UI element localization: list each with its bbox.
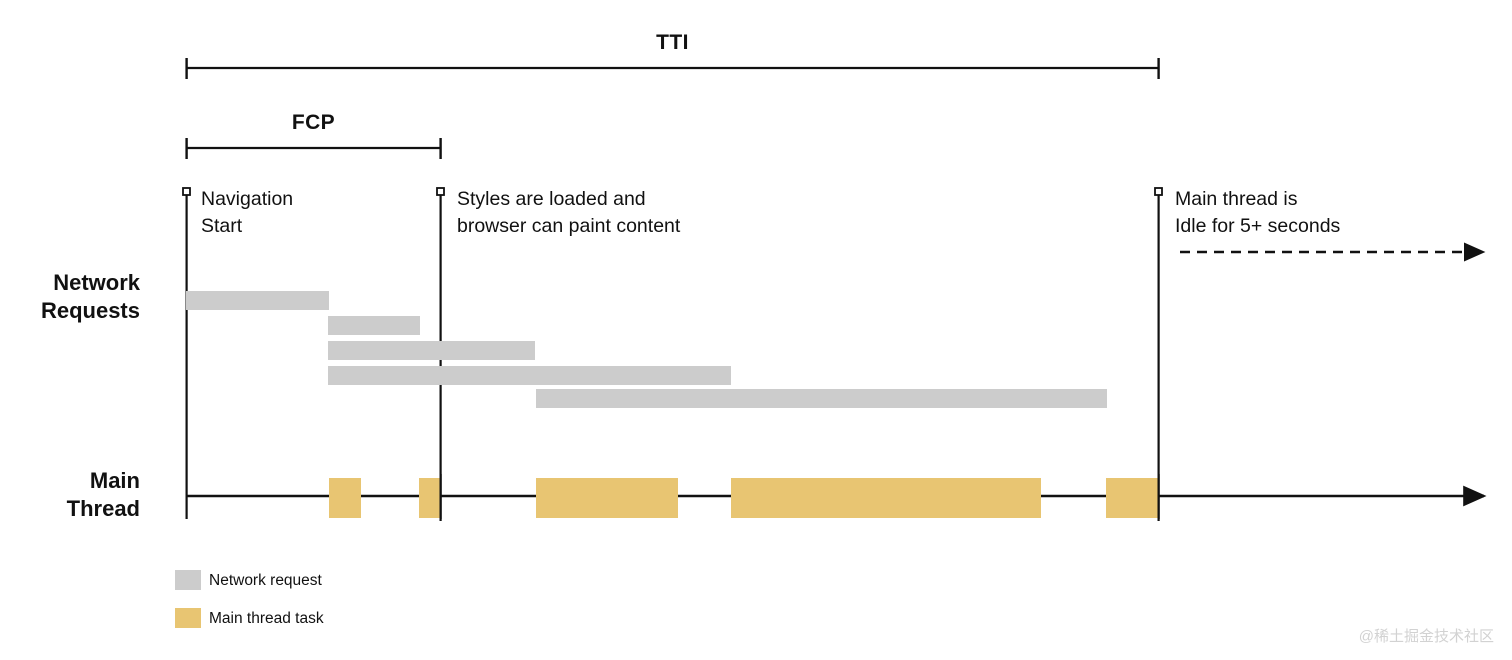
network-request-bar <box>328 316 420 335</box>
annotation-line-2: Start <box>201 215 243 237</box>
tti-label: TTI <box>656 31 689 54</box>
network-request-bar <box>536 389 1107 408</box>
annotation-line-1: Navigation <box>201 188 294 210</box>
row-label-line-2: Thread <box>66 496 140 521</box>
main-thread-task-bar <box>536 478 678 518</box>
event-line-navigation-start <box>182 187 191 519</box>
event-line-time-to-interactive <box>1154 187 1163 519</box>
annotation-line-2: browser can paint content <box>457 215 681 237</box>
legend-swatch-main-thread-task <box>175 608 201 628</box>
tti-bracket <box>185 58 1160 79</box>
network-request-bar <box>328 341 535 360</box>
main-thread-task-bar <box>329 478 361 518</box>
row-label-line-1: Network <box>53 270 140 295</box>
fcp-label: FCP <box>291 111 336 134</box>
fcp-bracket <box>185 138 442 159</box>
annotation-line-1: Main thread is <box>1175 188 1298 210</box>
main-thread-task-bar <box>731 478 1041 518</box>
network-request-bars <box>186 291 1107 408</box>
legend-swatch-network-request <box>175 570 201 590</box>
legend-label-network-request: Network request <box>209 572 322 589</box>
watermark: @稀土掘金技术社区 <box>1358 628 1494 645</box>
annotation-line-2: Idle for 5+ seconds <box>1175 215 1341 237</box>
main-thread-task-bar <box>419 478 441 518</box>
network-request-bar <box>186 291 329 310</box>
main-thread-task-bar <box>1106 478 1159 518</box>
row-label-line-2: Requests <box>40 298 140 323</box>
main-thread-task-bars <box>329 478 1159 518</box>
network-request-bar <box>328 366 731 385</box>
row-label-line-1: Main <box>89 468 140 493</box>
annotation-line-1: Styles are loaded and <box>457 188 646 210</box>
legend-label-main-thread-task: Main thread task <box>209 610 324 627</box>
